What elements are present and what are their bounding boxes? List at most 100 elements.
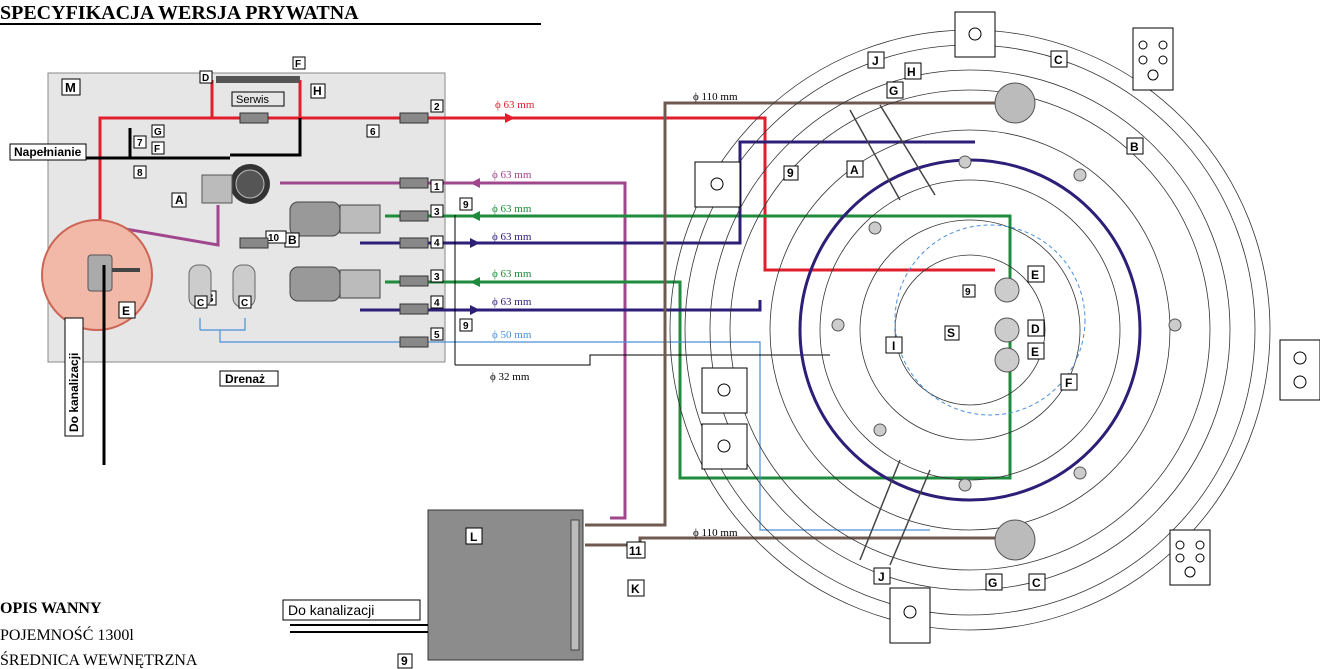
light-blue-pipe-label: ϕ 50 mm: [492, 329, 532, 341]
brown-pipe-label-top: ϕ 110 mm: [693, 91, 738, 103]
navy-pipe: [360, 140, 975, 312]
navy-arrow-top: [470, 238, 480, 248]
svg-text:J: J: [878, 570, 885, 584]
pool-skimmer-bottom: [994, 519, 1036, 561]
letter-c-box-1: [194, 295, 208, 309]
letter-c-machine-1: C: [197, 298, 204, 309]
svg-text:6: 6: [370, 127, 376, 138]
pool: [669, 29, 1271, 631]
green-pipe: [385, 214, 1012, 480]
svg-text:C: C: [1054, 53, 1063, 67]
letter-f-machine: F: [154, 144, 160, 155]
svg-text:J: J: [872, 54, 879, 68]
letter-d-box: [199, 70, 213, 84]
service-label-box: [231, 91, 285, 107]
magenta-pipe: [119, 181, 627, 520]
tank-letter: L: [470, 530, 477, 544]
tank-valve-number-box: [626, 541, 646, 559]
drain-label: Drenaż: [225, 372, 265, 386]
svg-text:E: E: [1031, 268, 1039, 282]
pool-ladder-top: [849, 104, 936, 201]
pool-ladder-bottom: [859, 459, 931, 566]
black-pipe: [85, 118, 302, 160]
letter-h-machine-box: [310, 83, 326, 99]
svg-text:B: B: [1130, 140, 1139, 154]
green-pipe-label-top: ϕ 63 mm: [492, 203, 532, 215]
light-blue-pipe: [199, 318, 930, 531]
svg-text:S: S: [947, 326, 955, 340]
navy-pipe-label-bottom: ϕ 63 mm: [492, 296, 532, 308]
svg-text:7: 7: [137, 138, 143, 149]
pool-valve-number-center: 9: [965, 287, 971, 298]
pump-a-body: [201, 174, 233, 204]
pump-a-impeller: [235, 169, 265, 199]
machine-room-letter-box: [61, 78, 81, 96]
letter-d-machine: D: [202, 73, 209, 84]
navy-arrow-bottom: [470, 305, 480, 315]
pool-blue-ring: [894, 224, 1086, 416]
magenta-arrow: [470, 178, 480, 188]
tank-bottom-number-box: [397, 653, 413, 669]
svg-text:G: G: [889, 84, 898, 98]
pool-navy-ring: [798, 158, 1142, 502]
svg-text:H: H: [907, 65, 916, 79]
svg-text:C: C: [1032, 576, 1041, 590]
machine-room-letter: M: [65, 80, 76, 95]
tank-valve-number: 11: [629, 544, 642, 558]
svg-text:9: 9: [463, 200, 469, 211]
pool-skimmer-top: [994, 82, 1036, 124]
svg-text:3: 3: [434, 207, 440, 218]
navy-pipe-label-top: ϕ 63 mm: [492, 231, 532, 243]
pool-letters: A B C C D E E F G G H I J J S: [846, 50, 1144, 591]
svg-text:E: E: [1031, 345, 1039, 359]
letter-f-machine-box: [151, 141, 165, 155]
svg-text:10: 10: [268, 233, 280, 244]
svg-text:8: 8: [137, 168, 143, 179]
letter-f-top: F: [295, 59, 301, 70]
tank-valve-letter-box: [627, 579, 645, 597]
tank-sewer-label-box: [282, 599, 421, 621]
svg-text:5: 5: [434, 330, 440, 341]
letter-b-machine-top: B: [288, 233, 297, 247]
green-arrow-top: [470, 211, 480, 221]
green-pipe-label-bottom: ϕ 63 mm: [492, 268, 532, 280]
pump-b-top: [289, 201, 381, 237]
tank-sewer-pipe: [290, 624, 428, 633]
letter-c-box-2: [238, 295, 252, 309]
red-arrow: [505, 113, 515, 123]
svg-text:D: D: [1031, 322, 1040, 336]
page-title: SPECYFIKACJA WERSJA PRYWATNA: [0, 2, 359, 24]
letter-g-machine-box: [151, 124, 165, 138]
tank-sewer-label: Do kanalizacji: [288, 602, 374, 618]
svg-text:A: A: [850, 163, 859, 177]
letter-g-machine: G: [154, 127, 162, 138]
green-arrow-bottom: [470, 277, 480, 287]
description-line-2: POJEMNOŚĆ 1300l: [0, 625, 134, 644]
svg-text:3: 3: [434, 272, 440, 283]
description-line-3: ŚREDNICA WEWNĘTRZNA: [0, 650, 198, 669]
pool-jets: [831, 155, 1182, 492]
pool-valve-number: 9: [787, 166, 794, 180]
valve-tags: 2 1 3 3 4 4 5 6 7 8 9 9 10: [133, 99, 473, 341]
letter-c-machine-2: C: [241, 298, 248, 309]
svg-text:F: F: [1065, 376, 1072, 390]
tank-l: [427, 509, 584, 661]
letter-f-top-box: [292, 56, 306, 70]
tank-valve-letter: K: [631, 582, 640, 596]
pump-b-bottom: [289, 266, 381, 302]
drain-pipe-label: ϕ 32 mm: [490, 371, 530, 383]
letter-h-machine: H: [313, 84, 322, 98]
brown-pipe-label-bottom: ϕ 110 mm: [693, 527, 738, 539]
valve-symbols: [239, 112, 429, 348]
description-line-1: OPIS WANNY: [0, 600, 102, 617]
fill-label-box: [9, 143, 87, 161]
control-panel-buttons: [710, 27, 1307, 619]
svg-text:9: 9: [463, 321, 469, 332]
svg-text:G: G: [988, 576, 997, 590]
drain-pipe: [454, 215, 830, 366]
drain-label-box: [219, 370, 279, 387]
tank-bottom-number: 9: [401, 654, 408, 668]
pool-valve-number-box: [783, 165, 799, 181]
letter-a-machine: A: [175, 193, 184, 207]
